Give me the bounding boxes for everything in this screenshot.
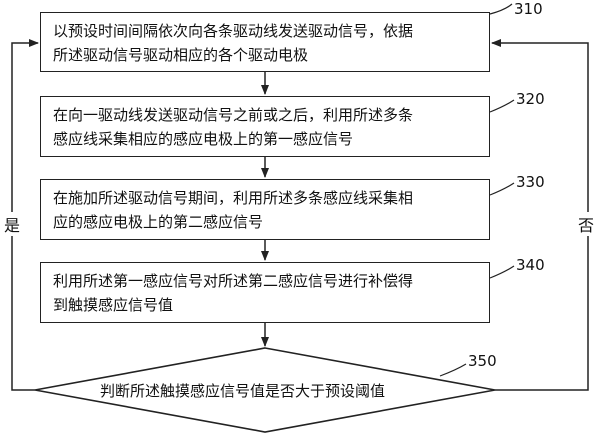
step-320-line-1: 在向一驱动线发送驱动信号之前或之后，利用所述多条 bbox=[53, 106, 414, 124]
step-320-line-2: 感应线采集相应的感应电极上的第一感应信号 bbox=[53, 130, 354, 148]
step-330-line-2: 应的感应电极上的第二感应信号 bbox=[53, 213, 264, 231]
step-340-line-1: 利用所述第一感应信号对所述第二感应信号进行补偿得 bbox=[53, 272, 414, 290]
leader-330 bbox=[489, 182, 515, 196]
leader-310 bbox=[489, 3, 513, 15]
step-310-box: 以预设时间间隔依次向各条驱动线发送驱动信号，依据 所述驱动信号驱动相应的各个驱动… bbox=[40, 12, 490, 72]
leader-320 bbox=[489, 99, 515, 113]
step-350-number: 350 bbox=[468, 352, 497, 370]
step-320-number: 320 bbox=[516, 90, 545, 108]
step-310-line-2: 所述驱动信号驱动相应的各个驱动电极 bbox=[53, 46, 309, 64]
yes-branch-label: 是 bbox=[4, 212, 21, 236]
step-340-line-2: 到触摸感应信号值 bbox=[53, 296, 174, 314]
step-340-number: 340 bbox=[516, 256, 545, 274]
step-340-box: 利用所述第一感应信号对所述第二感应信号进行补偿得 到触摸感应信号值 bbox=[40, 262, 490, 323]
step-330-box: 在施加所述驱动信号期间，利用所述多条感应线采集相 应的感应电极上的第二感应信号 bbox=[40, 179, 490, 240]
step-310-line-1: 以预设时间间隔依次向各条驱动线发送驱动信号，依据 bbox=[53, 22, 414, 40]
decision-diamond bbox=[34, 347, 496, 433]
decision-text: 判断所述触摸感应信号值是否大于预设阈值 bbox=[100, 382, 386, 400]
step-330-line-1: 在施加所述驱动信号期间，利用所述多条感应线采集相 bbox=[53, 189, 414, 207]
leader-350 bbox=[439, 363, 467, 377]
step-330-number: 330 bbox=[516, 173, 545, 191]
no-branch-label: 否 bbox=[578, 212, 595, 236]
step-310-number: 310 bbox=[514, 0, 543, 18]
leader-340 bbox=[489, 265, 515, 279]
step-320-box: 在向一驱动线发送驱动信号之前或之后，利用所述多条 感应线采集相应的感应电极上的第… bbox=[40, 96, 490, 157]
